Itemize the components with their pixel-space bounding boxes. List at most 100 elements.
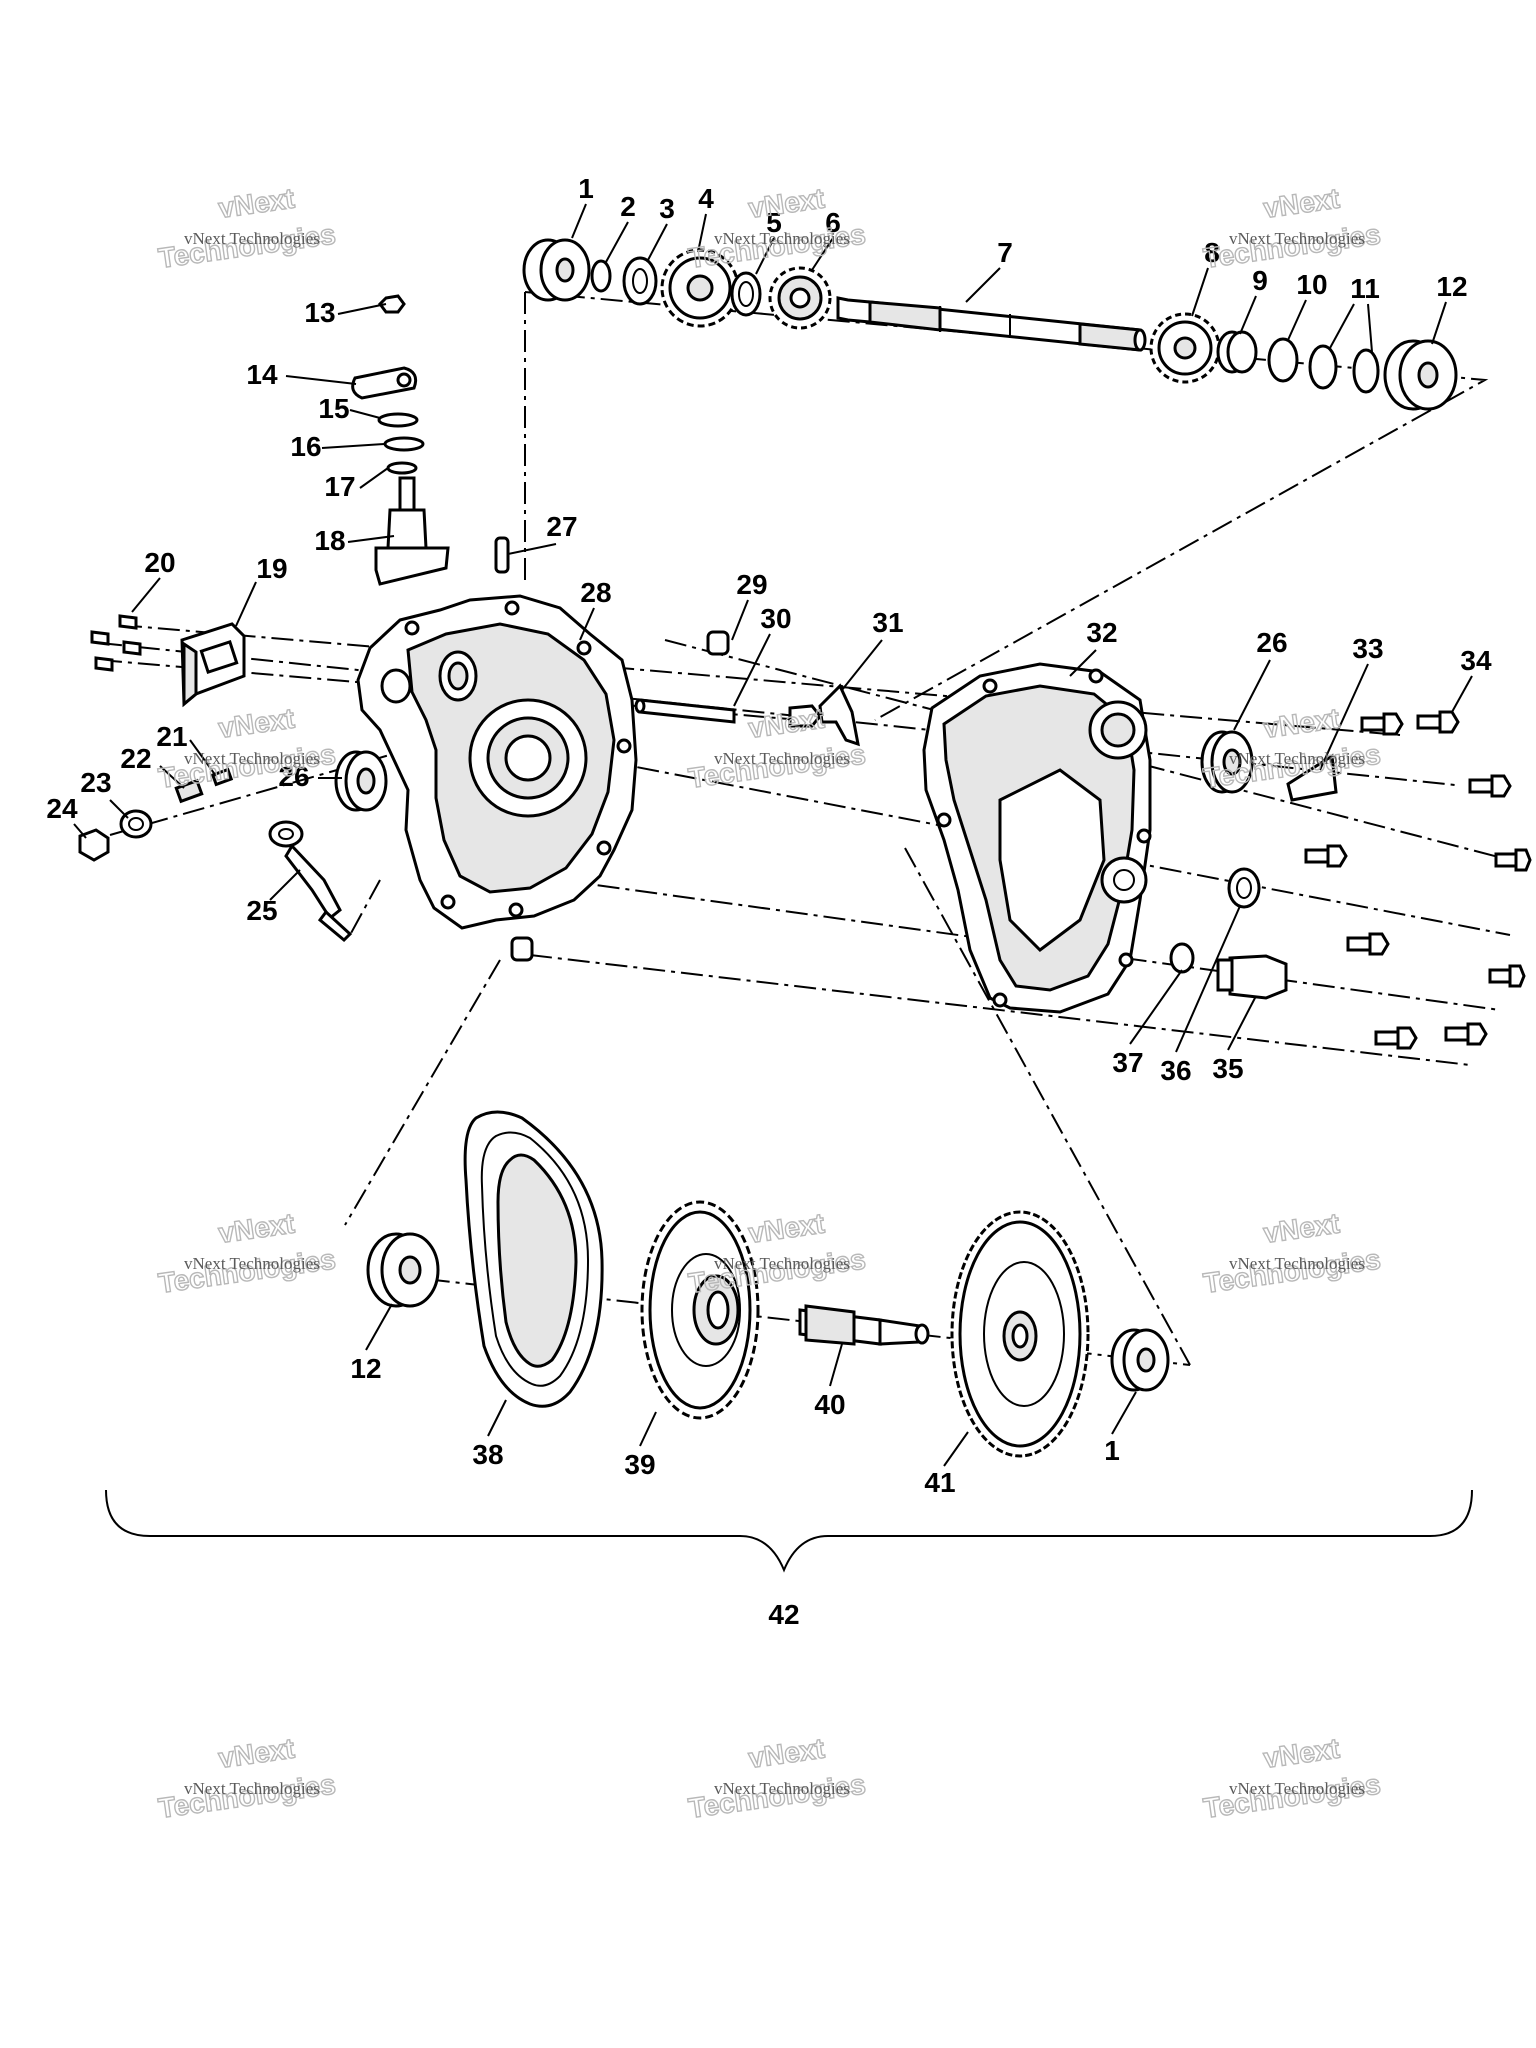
watermark-logo-text: vNext [217,183,297,224]
leader-line [841,639,883,691]
seal-26-right [1200,730,1254,794]
housing-28 [356,594,638,962]
leader-line [1129,969,1183,1045]
watermark-logo-text: vNext [1262,1733,1342,1774]
callout-label: 13 [304,297,335,328]
watermark-text: vNext Technologies [1229,749,1365,768]
watermark-logo-text: vNext [217,1733,297,1774]
callout-label: 12 [1436,271,1467,302]
screw-20-group [90,614,142,672]
leader-line [697,213,707,253]
leader-line [965,267,1001,303]
leader-line [159,765,185,789]
o-ring-16 [383,436,425,452]
watermark-text: vNext Technologies [1229,229,1365,248]
washer-5 [730,271,762,317]
leader-line [605,221,629,263]
sensor-19 [180,622,246,708]
leader-line [189,739,217,777]
nut-24 [78,828,110,862]
callout-label: 34 [1460,645,1492,676]
callout-label: 17 [324,471,355,502]
leader-line [269,869,301,901]
watermark-logo-text: vNext [747,1208,827,1249]
right-side-parts [1169,710,1532,1050]
watermark-text: vNext Technologies [184,749,320,768]
callout-label: 27 [546,511,577,542]
leader-line [1175,905,1241,1053]
leader-line [1191,267,1209,317]
watermark-logo-text: vNext [1262,703,1342,744]
leader-line [571,203,587,239]
tag-33 [1286,753,1338,802]
callout-label: 29 [736,569,767,600]
bearing-12-lower [366,1232,440,1308]
spacer-9 [1216,330,1258,374]
leader-line [1367,303,1373,353]
gear-4 [660,248,740,328]
leader-line [829,1343,843,1387]
watermark-text: vNext Technologies [714,1779,850,1798]
leader-line [285,375,357,385]
shift-lever-assembly [351,294,510,586]
callout-label: 6 [825,207,841,238]
callout-label: 3 [659,193,675,224]
callout-label: 2 [620,191,636,222]
callout-label: 1 [578,173,594,204]
leader-line [943,1431,969,1467]
leader-line [1239,295,1257,335]
callout-label: 39 [624,1449,655,1480]
ring-10 [1267,337,1299,383]
leader-line [507,543,557,555]
leader-line [109,799,129,819]
watermark-logo-text: vNext [217,703,297,744]
callout-label: 24 [46,793,78,824]
callout-label: 25 [246,895,277,926]
shaft-assembly [522,238,1458,411]
callout-label: 37 [1112,1047,1143,1078]
plug-35 [1216,954,1288,1000]
leader-line [131,577,161,613]
watermark-logo-text: vNext [217,1208,297,1249]
leader-line [365,1303,393,1351]
watermark-logo-text: vNext [747,703,827,744]
washer-17 [386,461,418,475]
callout-label: 5 [766,207,782,238]
callout-label: 1 [1104,1435,1120,1466]
watermark-logo-text: vNext [747,183,827,224]
bearing-12 [1383,339,1458,411]
callout-label: 38 [472,1439,503,1470]
callout-label: 35 [1212,1053,1243,1084]
callout-labels: 1 2 3 4 5 6 7 8 9 10 11 12 13 14 15 16 1… [46,173,1492,1630]
sprocket-39 [640,1200,760,1420]
bearing-1 [522,238,591,302]
watermark-text: vNext Technologies [714,749,850,768]
ring-11b [1352,348,1380,394]
leader-line [1233,659,1271,731]
callout-label: 42 [768,1599,799,1630]
watermark-text: vNext Technologies [184,1779,320,1798]
leader-line [811,237,834,271]
nut-13 [378,294,406,314]
watermark-text: vNext Technologies [714,1254,850,1273]
watermark-text: vNext Technologies [184,229,320,248]
callout-label: 31 [872,607,903,638]
callout-label: 18 [314,525,345,556]
callout-label: 7 [997,237,1013,268]
callout-label: 12 [350,1353,381,1384]
watermark-logo-text: vNext [747,1733,827,1774]
output-shaft-7 [836,296,1147,352]
callout-label: 10 [1296,269,1327,300]
leader-line [733,633,771,707]
callout-label: 40 [814,1389,845,1420]
leader-line [1227,995,1257,1051]
leader-line [1431,301,1447,345]
dowel-pin-27 [494,536,510,574]
leader-line [1111,1391,1137,1435]
washer-3 [622,256,658,306]
